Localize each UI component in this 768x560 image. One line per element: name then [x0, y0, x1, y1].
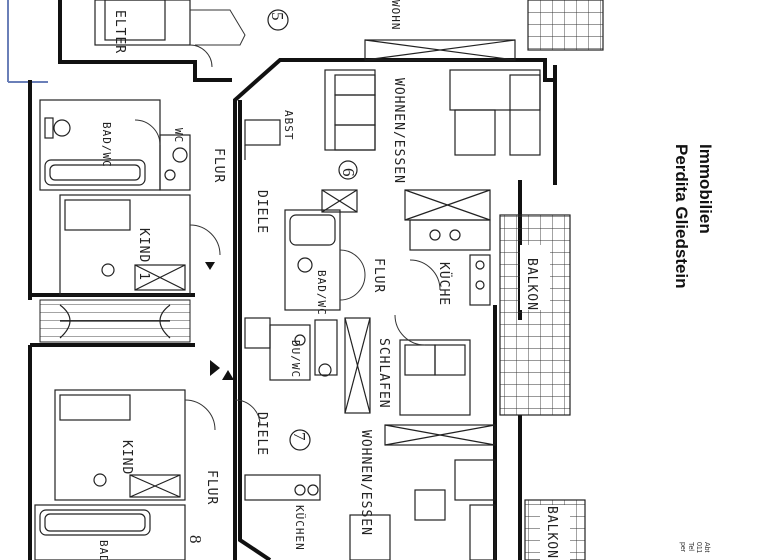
label-elter: ELTER — [112, 10, 127, 54]
label-wohnen-essen-6: WOHNEN/ESSEN — [391, 78, 406, 184]
arrow-marker — [222, 370, 234, 380]
agency-logo: Immobilien Perdita Gliedstein — [672, 144, 715, 289]
room-kuche-mid: KÜCHE — [404, 189, 491, 306]
balcony-mid: BALKON — [499, 214, 571, 416]
label-wc-top: WC — [172, 128, 185, 143]
brand-line-2: Perdita Gliedstein — [672, 144, 691, 289]
unit-number-7: 7 — [290, 432, 309, 441]
fine-print: Abt 011 Tel per — [679, 542, 710, 553]
label-bad-wc-top: BAD/WC — [100, 122, 113, 168]
unit-number-8: 8 — [186, 535, 205, 544]
label-balkon-mid: BALKON — [524, 258, 539, 311]
room-bad-wc-mid: BAD/WC — [284, 189, 366, 316]
arrow-marker — [210, 360, 220, 376]
balcony-top — [527, 0, 604, 51]
svg-text:Tel: Tel — [687, 542, 694, 551]
brand-line-1: Immobilien — [696, 144, 715, 234]
room-elter: ELTER — [94, 0, 246, 68]
label-abst: ABST — [282, 110, 295, 141]
room-kind-low: KIND — [54, 389, 216, 501]
label-bad-wc-mid: BAD/WC — [315, 270, 328, 316]
label-kind-low: KIND — [119, 440, 134, 475]
label-diele-top: DIELE — [254, 190, 269, 234]
room-schlafen: SCHLAFEN — [344, 314, 471, 416]
label-bad-wc-low: BAD/WC — [97, 540, 110, 560]
label-diele-low: DIELE — [254, 412, 269, 456]
label-kuche-mid: KÜCHE — [436, 262, 453, 306]
room-bad-wc-low: BAD/WC — [34, 504, 186, 560]
room-bad-wc-top: BAD/WC WC — [39, 99, 191, 191]
svg-text:Abt: Abt — [703, 542, 710, 553]
room-du-wc: DU/WC — [244, 317, 338, 381]
label-kuchen-low: KÜCHEN — [293, 505, 306, 551]
label-flur-left-top: FLUR — [211, 148, 226, 183]
arrow-marker — [205, 262, 215, 270]
staircase — [39, 299, 191, 343]
label-flur-low: FLUR — [204, 470, 219, 505]
outer-walls — [28, 0, 557, 560]
unit-number-5: 5 — [268, 12, 287, 21]
label-du-wc: DU/WC — [289, 340, 302, 378]
label-balkon-low: BALKON — [544, 506, 559, 559]
unit-6: ABST DIELE WOHNEN/ESSEN 6 WOHN 5 — [244, 0, 541, 234]
balcony-low: BALKON — [524, 499, 586, 560]
room-kind-1: KIND 1 — [59, 194, 221, 296]
label-flur-mid: FLUR — [371, 258, 386, 293]
svg-text:per: per — [679, 542, 686, 553]
label-wohn-top: WOHN — [389, 0, 402, 31]
label-kind-1: KIND 1 — [136, 228, 151, 281]
label-schlafen: SCHLAFEN — [376, 338, 391, 409]
unit-number-6: 6 — [339, 168, 358, 177]
svg-text:011: 011 — [695, 542, 702, 553]
unit-7: DIELE 7 WOHNEN/ESSEN KÜCHEN — [234, 399, 496, 560]
label-wohnen-essen-7: WOHNEN/ESSEN — [358, 430, 373, 536]
